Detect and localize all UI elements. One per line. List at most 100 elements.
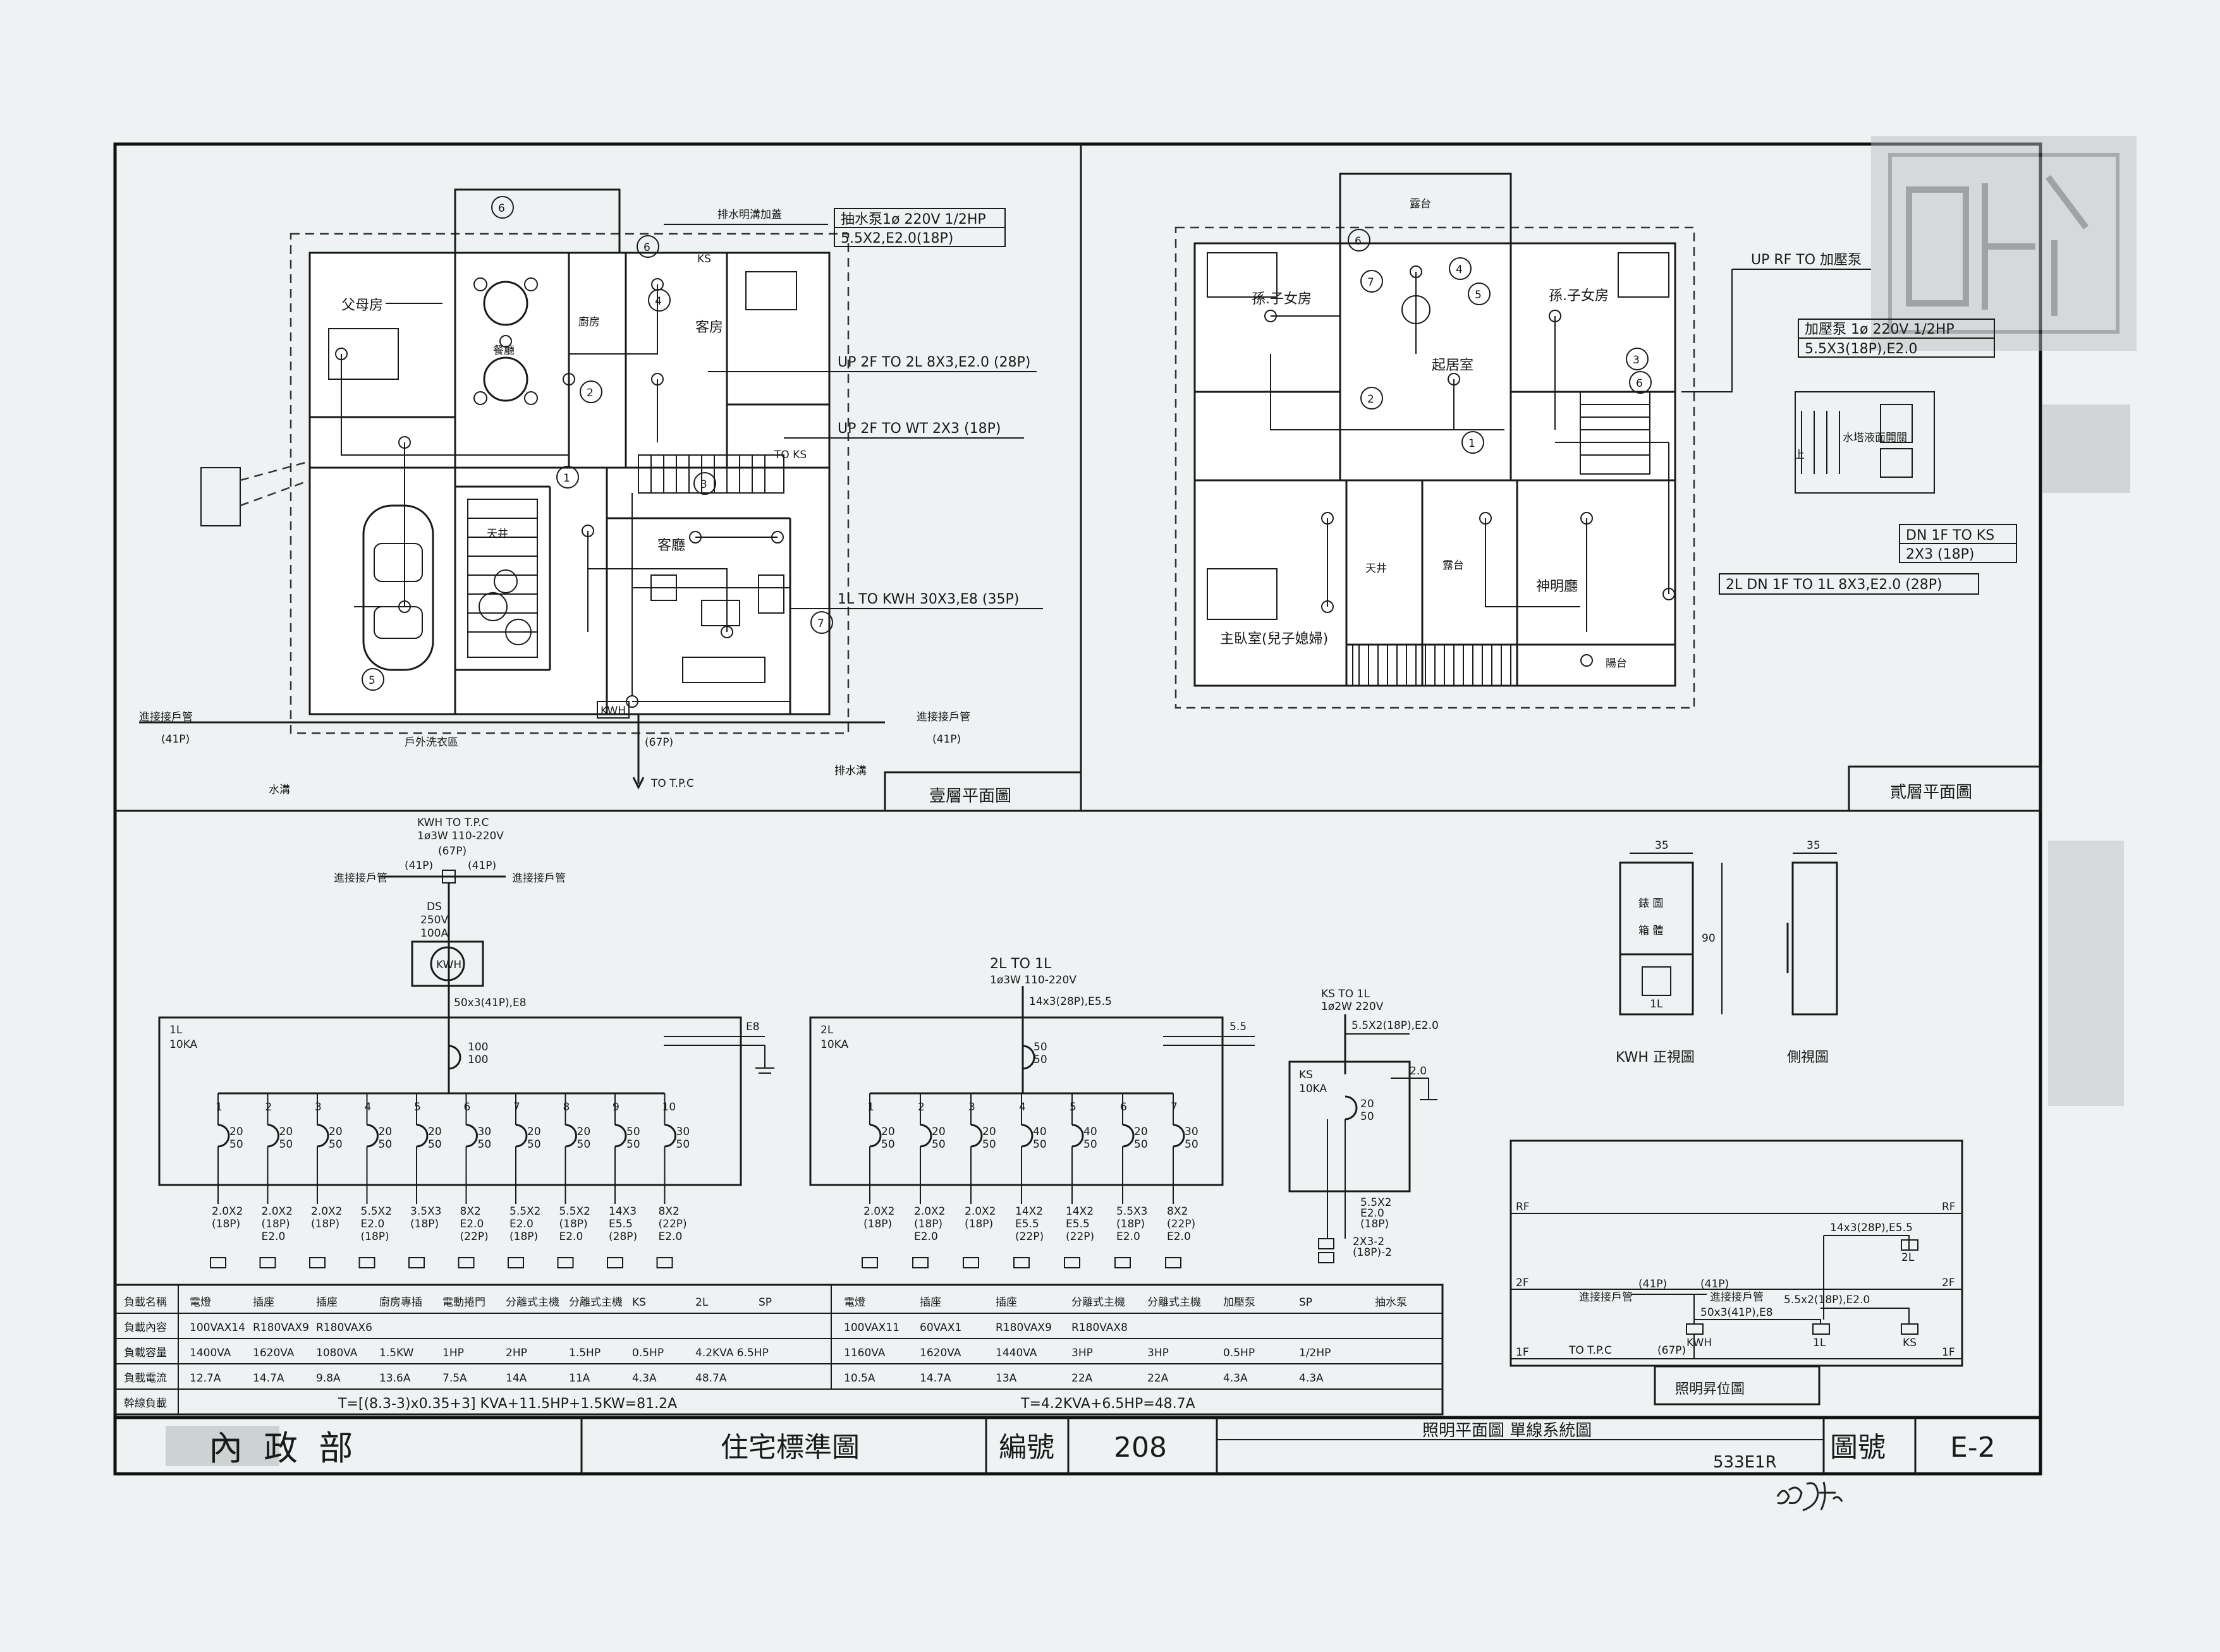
conn-left: 進接接戶管 [139, 711, 193, 724]
table-load-current: 48.7A [695, 1372, 727, 1385]
table-load-current: 11A [569, 1372, 590, 1385]
panel-2l-breaker-wire: (18P) [914, 1218, 942, 1230]
panel-2l-breaker-frame: 50 [881, 1138, 895, 1151]
room-parents: 父母房 [341, 298, 383, 313]
ks-name: KS [1299, 1069, 1313, 1081]
riser-feed: 50x3(41P),E8 [1700, 1306, 1773, 1319]
table-load-content: R180VAX6 [316, 1321, 372, 1334]
ks-title: KS TO 1L [1321, 988, 1370, 1000]
room-family: 起居室 [1432, 358, 1473, 374]
drawing-title: 照明平面圖 單線系統圖 [1422, 1421, 1592, 1440]
panel-2l-breaker-wire: (22P) [1015, 1230, 1044, 1243]
panel-2l-breaker-wire: (18P) [1116, 1218, 1145, 1230]
smudge-right [2042, 404, 2130, 1106]
svg-text:5: 5 [369, 674, 375, 687]
svg-text:5: 5 [1475, 289, 1482, 301]
room-kids-1: 孫.子女房 [1252, 291, 1312, 307]
signature [1776, 1481, 1843, 1512]
panel-2l-breaker-frame: 50 [982, 1138, 996, 1151]
svg-text:6: 6 [1355, 235, 1362, 248]
room-outdoor-wash: 戶外洗衣區 [405, 736, 458, 749]
table-load-current: 9.8A [316, 1372, 341, 1385]
table-row-label: 負載電流 [124, 1372, 167, 1385]
panel-1l-breaker-trip: 20 [229, 1126, 243, 1138]
table-load-content: R180VAX9 [996, 1321, 1052, 1334]
ministry-name: 內 政 部 [209, 1428, 358, 1468]
panel-2l-main-b: 50 [1034, 1054, 1047, 1066]
panel-2l-breaker-frame: 50 [1134, 1138, 1148, 1151]
panel-2l-breaker-frame: 50 [1083, 1138, 1097, 1151]
riser-diagram: RF RF 2F 2F 1F 1F 14x3(28P),E5.5 2L (41P… [1509, 1139, 1963, 1406]
riser-67p: (67P) [438, 845, 467, 858]
stair-1f [638, 454, 784, 494]
table-load-capacity: 1080VA [316, 1347, 358, 1359]
panel-2l-ka: 10KA [820, 1038, 848, 1051]
panel-1l-box [158, 1016, 742, 1186]
table-load-name: 電動捲門 [442, 1296, 485, 1309]
ac-outdoor-unit [200, 467, 241, 526]
serial-label: 編號 [999, 1431, 1054, 1464]
table-load-content: 100VAX11 [844, 1321, 900, 1334]
table-row-label: 幹線負載 [124, 1397, 167, 1410]
panel-1l-breaker-wire: (18P) [262, 1218, 290, 1230]
panel-2l-breaker-no: 2 [918, 1101, 925, 1114]
ks-feed: 5.5X2(18P),E2.0 [1351, 1019, 1439, 1032]
svg-text:2: 2 [587, 387, 594, 399]
riser-41p-a: (41P) [1638, 1278, 1667, 1291]
panel-1l-breaker-trip: 20 [577, 1126, 591, 1138]
table-load-current: 14.7A [920, 1372, 951, 1385]
riser-conn-r2: 進接接戶管 [1710, 1291, 1764, 1304]
panel-1l-breaker-wire: E2.0 [559, 1230, 583, 1243]
table-load-name: 分離式主機 [569, 1296, 623, 1309]
table-load-current: 12.7A [190, 1372, 221, 1385]
panel-1l-breaker-wire: (18P) [410, 1218, 439, 1230]
panel-2l-breaker-trip: 20 [932, 1126, 946, 1138]
note-to-ks: TO KS [774, 449, 807, 461]
panel-1l-breaker-wire: E5.5 [609, 1218, 633, 1230]
one-line-2l: 2L TO 1L 1ø3W 110-220V 14x3(28P),E5.5 5.… [809, 956, 1255, 1268]
table-load-name: 分離式主機 [506, 1296, 559, 1309]
panel-1l-load-symbol [259, 1257, 276, 1268]
riser-spec: 1ø3W 110-220V [417, 830, 504, 842]
panel-1l-breaker-frame: 50 [329, 1138, 343, 1151]
room-dining: 餐廳 [493, 344, 515, 357]
panel-2l-load-symbol [1114, 1257, 1131, 1268]
ks-ka: 10KA [1299, 1083, 1327, 1095]
roof-plan-mini [1795, 391, 1935, 494]
table-load-name: 電燈 [190, 1296, 211, 1309]
table-load-current: 4.3A [632, 1372, 657, 1385]
panel-2l-breaker-wire: 2.0X2 [965, 1205, 996, 1218]
room-prayer: 神明廳 [1536, 579, 1578, 595]
riser-diagram-box [1509, 1139, 1963, 1367]
kwh-front-title: KWH 正視圖 [1616, 1050, 1695, 1066]
ks-e: 2.0 [1410, 1065, 1427, 1078]
conn-right: 進接接戶管 [917, 711, 970, 724]
panel-2l-load-symbol [862, 1257, 878, 1268]
table-load-capacity: 1160VA [844, 1347, 886, 1359]
room-guest: 客房 [695, 320, 723, 336]
panel-2l-breaker-wire: E5.5 [1015, 1218, 1039, 1230]
panel-1l-breaker-frame: 50 [577, 1138, 591, 1151]
panel-1l-breaker-wire: (18P) [311, 1218, 339, 1230]
panel-1l-breaker-no: 2 [265, 1101, 272, 1114]
riser-kwh: KWH [1686, 1337, 1712, 1349]
panel-2l-breaker-no: 5 [1070, 1101, 1076, 1114]
note-kwh-feed: 1L TO KWH 30X3,E8 (35P) [838, 592, 1019, 607]
bed-parents [328, 328, 399, 380]
panel-2l-breaker-frame: 50 [932, 1138, 946, 1151]
panel-2l-box [809, 1016, 1224, 1186]
riser-41p-b: (41P) [1700, 1278, 1729, 1291]
panel-1l-breaker-wire: 8X2 [460, 1205, 481, 1218]
drawing-code: 533E1R [1713, 1453, 1777, 1472]
panel-2l-e55: 5.5 [1229, 1021, 1247, 1033]
svg-text:1: 1 [563, 472, 570, 485]
svg-text:7: 7 [1367, 276, 1374, 289]
table-load-capacity: 3HP [1071, 1347, 1093, 1359]
table-load-name: SP [1299, 1296, 1312, 1309]
table-load-current: 7.5A [442, 1372, 467, 1385]
note-dn-1l: 2L DN 1F TO 1L 8X3,E2.0 (28P) [1726, 577, 1942, 593]
riser-feed-2l: 14x3(28P),E5.5 [1830, 1222, 1913, 1234]
riser-rf-l: RF [1516, 1201, 1530, 1213]
table-load-capacity: 1.5HP [569, 1347, 601, 1359]
panel-1l-breaker-frame: 50 [379, 1138, 393, 1151]
